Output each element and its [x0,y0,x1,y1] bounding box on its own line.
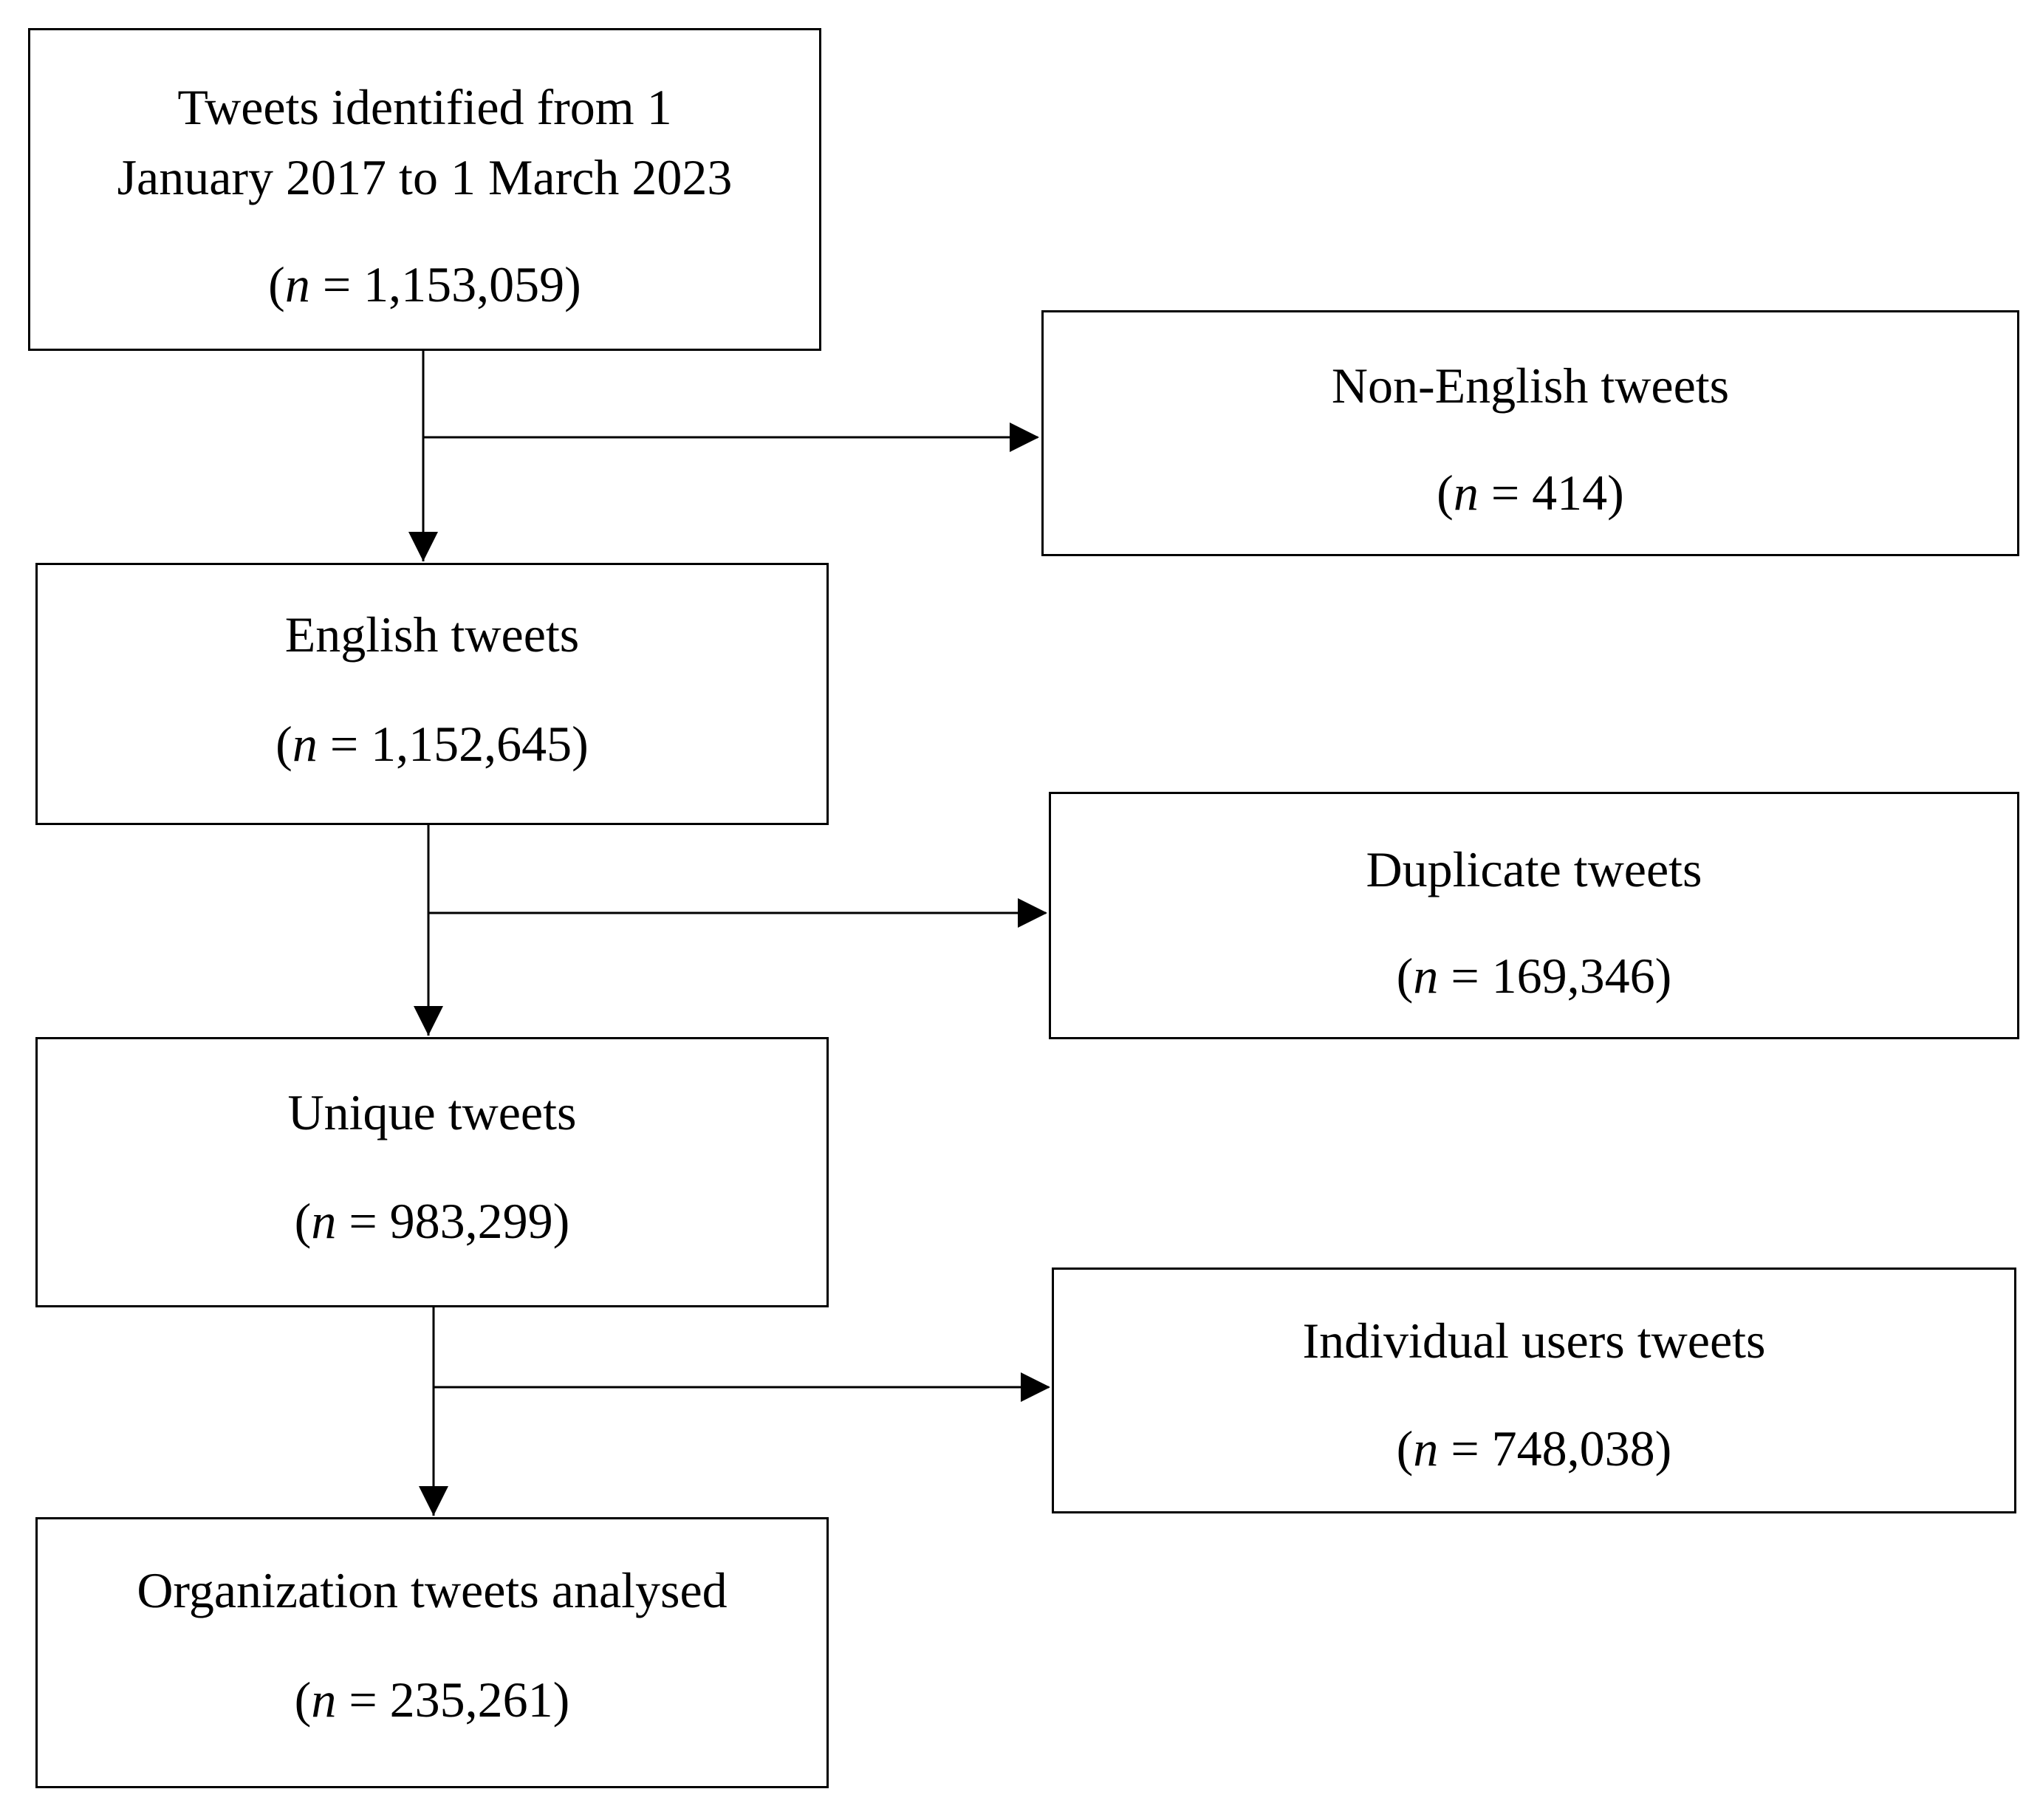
duplicate-title: Duplicate tweets [1366,841,1702,897]
arrowhead-english [408,532,438,561]
n-variable: n [1453,465,1479,521]
arrowhead-organization [419,1486,448,1516]
identified-title-line2: January 2017 to 1 March 2023 [117,149,733,205]
individual-count: (n = 748,038) [1396,1420,1672,1477]
arrowhead-unique [414,1006,443,1036]
organization-count: (n = 235,261) [294,1672,570,1728]
unique-count: (n = 983,299) [294,1193,570,1249]
identified-count: (n = 1,153,059) [268,256,581,312]
n-variable: n [1413,948,1439,1004]
n-variable: n [292,716,318,772]
individual-title: Individual users tweets [1302,1313,1766,1369]
n-variable: n [1413,1420,1439,1477]
identified-count-value: 1,153,059 [363,256,565,312]
unique-title: Unique tweets [287,1084,577,1140]
non-english-count-value: 414 [1532,465,1608,521]
n-variable: n [311,1672,337,1728]
box-organization: Organization tweets analysed (n = 235,26… [35,1517,829,1788]
duplicate-count-value: 169,346 [1491,948,1655,1004]
box-duplicate: Duplicate tweets (n = 169,346) [1049,792,2019,1039]
unique-count-value: 983,299 [389,1193,553,1249]
n-variable: n [311,1193,337,1249]
organization-title: Organization tweets analysed [137,1562,728,1618]
box-english: English tweets (n = 1,152,645) [35,563,829,825]
box-identified: Tweets identified from 1 January 2017 to… [28,28,821,351]
non-english-title: Non-English tweets [1331,358,1730,414]
arrowhead-duplicate [1018,898,1047,928]
duplicate-count: (n = 169,346) [1396,948,1672,1004]
n-variable: n [284,256,310,312]
arrowhead-non-english [1010,422,1039,452]
individual-count-value: 748,038 [1491,1420,1655,1477]
english-title: English tweets [284,606,580,663]
box-non-english: Non-English tweets (n = 414) [1041,310,2019,556]
organization-count-value: 235,261 [389,1672,553,1728]
box-unique: Unique tweets (n = 983,299) [35,1037,829,1307]
identified-title-line1: Tweets identified from 1 [177,79,672,135]
english-count: (n = 1,152,645) [275,716,589,772]
non-english-count: (n = 414) [1437,465,1624,521]
english-count-value: 1,152,645 [371,716,572,772]
box-individual: Individual users tweets (n = 748,038) [1052,1268,2016,1513]
arrowhead-individual [1021,1372,1050,1402]
